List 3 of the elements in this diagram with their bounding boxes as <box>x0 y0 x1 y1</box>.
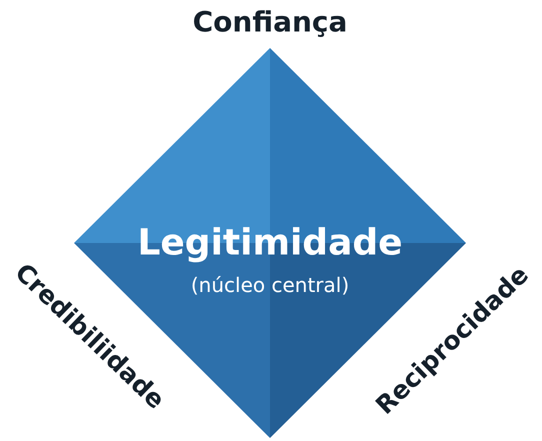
axis-label: Confiança <box>192 6 348 38</box>
node-title: Legitimidade <box>137 222 403 264</box>
node-subtitle: (núcleo central) <box>190 273 350 297</box>
